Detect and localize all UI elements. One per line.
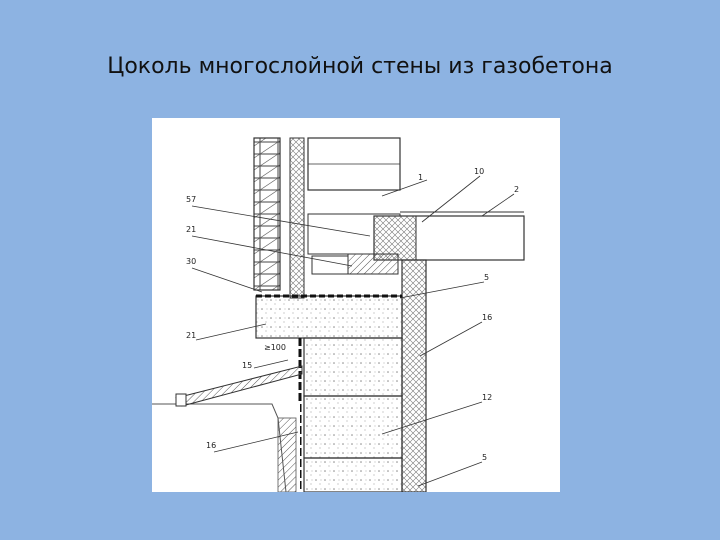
foundation-block-3 [303,457,403,492]
slide-title: Цоколь многослойной стены из газобетона [107,54,613,79]
label-1: 1 [418,173,423,182]
concrete-beam [347,253,399,275]
label-dimension: ≥100 [264,343,286,352]
label-21-top: 21 [186,225,196,234]
anchor-block [311,255,349,275]
label-30: 30 [186,257,196,266]
label-15: 15 [242,361,252,370]
foundation-block-1 [303,337,403,397]
brick-facing [253,137,281,291]
blind-area [175,365,303,407]
foundation-block-2 [303,395,403,459]
label-5-top: 5 [484,273,489,282]
foundation-beam [255,295,403,339]
vertical-insulation-right [401,259,427,492]
label-57: 57 [186,195,196,204]
label-2: 2 [514,185,519,194]
label-5-bottom: 5 [482,453,487,462]
label-16-right: 16 [482,313,492,322]
label-16-left: 16 [206,441,216,450]
wall-section-drawing: 1 10 2 57 21 30 5 21 16 ≥100 15 12 16 5 [152,118,560,492]
ground-fill [152,404,300,492]
label-12: 12 [482,393,492,402]
insulation-layer [289,137,305,299]
label-10: 10 [474,167,484,176]
label-21-bottom: 21 [186,331,196,340]
